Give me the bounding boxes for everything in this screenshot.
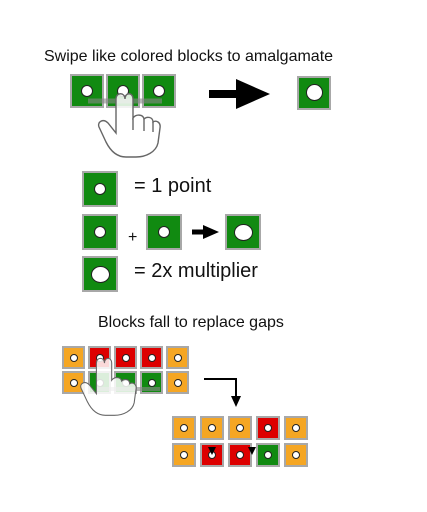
- white-dot: [147, 353, 156, 362]
- after-green-block: [256, 443, 280, 467]
- white-dot: [69, 353, 78, 362]
- green-block-merged: [82, 256, 118, 292]
- arrow-down-icon: [248, 447, 256, 455]
- large-white-dot: [91, 266, 110, 283]
- white-dot: [180, 424, 188, 432]
- white-dot: [236, 424, 244, 432]
- before-orange-block: [62, 346, 85, 369]
- white-dot: [292, 451, 300, 459]
- bent-arrow-icon: [204, 378, 241, 407]
- fall-heading: Blocks fall to replace gaps: [98, 314, 284, 331]
- white-dot: [208, 424, 216, 432]
- white-dot: [153, 85, 165, 97]
- after-orange-block: [228, 416, 252, 440]
- before-red-block: [140, 346, 163, 369]
- hand-swipe-icon: [80, 357, 137, 416]
- white-dot: [173, 353, 182, 362]
- before-orange-block: [166, 346, 189, 369]
- white-dot: [121, 353, 130, 362]
- white-dot: [180, 451, 188, 459]
- white-dot: [292, 424, 300, 432]
- white-dot: [264, 451, 272, 459]
- green-block: [82, 171, 118, 207]
- green-block: [146, 214, 182, 250]
- green-block-merged: [225, 214, 261, 250]
- plus-sign: +: [128, 229, 138, 246]
- before-orange-block: [166, 371, 189, 394]
- swipe-heading: Swipe like colored blocks to amalgamate: [44, 48, 334, 65]
- white-dot: [236, 451, 244, 459]
- white-dot: [173, 378, 182, 387]
- white-dot: [69, 378, 78, 387]
- multiplier-label: = 2x multiplier: [134, 260, 258, 282]
- after-orange-block: [284, 443, 308, 467]
- white-dot: [147, 378, 156, 387]
- before-red-block: [114, 346, 137, 369]
- green-block-merged: [297, 76, 331, 110]
- white-dot: [158, 226, 170, 238]
- arrow-down-icon: [208, 447, 216, 455]
- point-label: = 1 point: [134, 175, 212, 197]
- after-red-block: [256, 416, 280, 440]
- white-dot: [94, 226, 106, 238]
- arrow-right-icon: [209, 79, 270, 109]
- after-orange-block: [172, 443, 196, 467]
- after-orange-block: [172, 416, 196, 440]
- after-orange-block: [284, 416, 308, 440]
- green-block: [82, 214, 118, 250]
- white-dot: [81, 85, 93, 97]
- large-white-dot: [234, 224, 253, 241]
- arrow-right-icon: [192, 225, 219, 239]
- large-white-dot: [306, 84, 323, 101]
- white-dot: [94, 183, 106, 195]
- hand-swipe-icon: [97, 93, 161, 158]
- after-orange-block: [200, 416, 224, 440]
- white-dot: [264, 424, 272, 432]
